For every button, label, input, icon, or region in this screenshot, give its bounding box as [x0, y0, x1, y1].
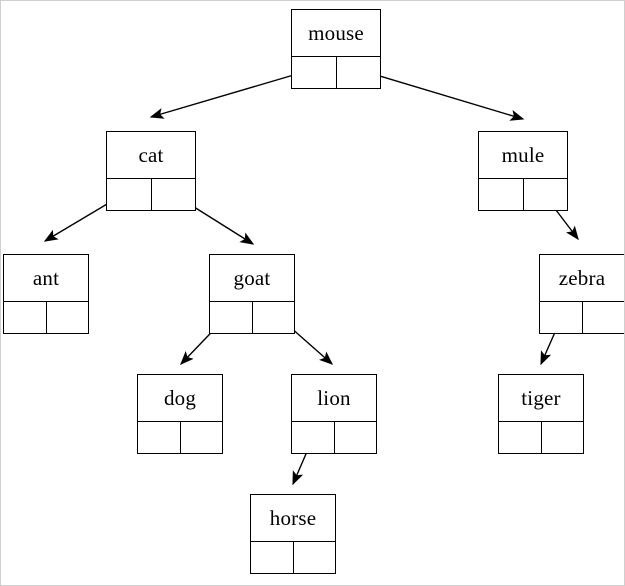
tree-node-pointer-row [540, 302, 624, 333]
tree-node-pointer-row [251, 542, 335, 573]
tree-node-cat[interactable]: cat [106, 131, 196, 211]
right-pointer-cell[interactable] [181, 422, 223, 453]
tree-node-pointer-row [138, 422, 222, 453]
right-pointer-cell[interactable] [583, 302, 625, 333]
tree-node-pointer-row [292, 422, 376, 453]
left-pointer-cell[interactable] [138, 422, 181, 453]
tree-node-mule[interactable]: mule [478, 131, 568, 211]
left-pointer-cell[interactable] [540, 302, 583, 333]
tree-node-label: mule [479, 132, 567, 179]
tree-node-pointer-row [292, 57, 380, 88]
right-pointer-cell[interactable] [335, 422, 377, 453]
tree-node-label: mouse [292, 10, 380, 57]
left-pointer-cell[interactable] [4, 302, 47, 333]
tree-node-label: goat [210, 255, 294, 302]
right-pointer-cell[interactable] [47, 302, 89, 333]
tree-node-label: lion [292, 375, 376, 422]
tree-node-ant[interactable]: ant [3, 254, 89, 334]
right-pointer-cell[interactable] [253, 302, 295, 333]
tree-node-lion[interactable]: lion [291, 374, 377, 454]
right-pointer-cell[interactable] [337, 57, 381, 88]
tree-node-label: zebra [540, 255, 624, 302]
tree-node-label: tiger [499, 375, 583, 422]
tree-node-pointer-row [210, 302, 294, 333]
tree-node-mouse[interactable]: mouse [291, 9, 381, 89]
tree-node-zebra[interactable]: zebra [539, 254, 624, 334]
left-pointer-cell[interactable] [292, 57, 337, 88]
tree-node-pointer-row [499, 422, 583, 453]
tree-node-tiger[interactable]: tiger [498, 374, 584, 454]
tree-node-horse[interactable]: horse [250, 494, 336, 574]
tree-node-pointer-row [107, 179, 195, 210]
tree-node-goat[interactable]: goat [209, 254, 295, 334]
left-pointer-cell[interactable] [479, 179, 524, 210]
right-pointer-cell[interactable] [542, 422, 584, 453]
right-pointer-cell[interactable] [152, 179, 196, 210]
left-pointer-cell[interactable] [251, 542, 294, 573]
tree-node-label: horse [251, 495, 335, 542]
tree-node-pointer-row [479, 179, 567, 210]
right-pointer-cell[interactable] [294, 542, 336, 573]
tree-node-label: cat [107, 132, 195, 179]
tree-node-dog[interactable]: dog [137, 374, 223, 454]
tree-edge-arrow-mouse-left-to-cat [149, 68, 315, 119]
left-pointer-cell[interactable] [210, 302, 253, 333]
left-pointer-cell[interactable] [292, 422, 335, 453]
tree-node-label: dog [138, 375, 222, 422]
left-pointer-cell[interactable] [107, 179, 152, 210]
tree-node-label: ant [4, 255, 88, 302]
tree-node-pointer-row [4, 302, 88, 333]
left-pointer-cell[interactable] [499, 422, 542, 453]
right-pointer-cell[interactable] [524, 179, 568, 210]
